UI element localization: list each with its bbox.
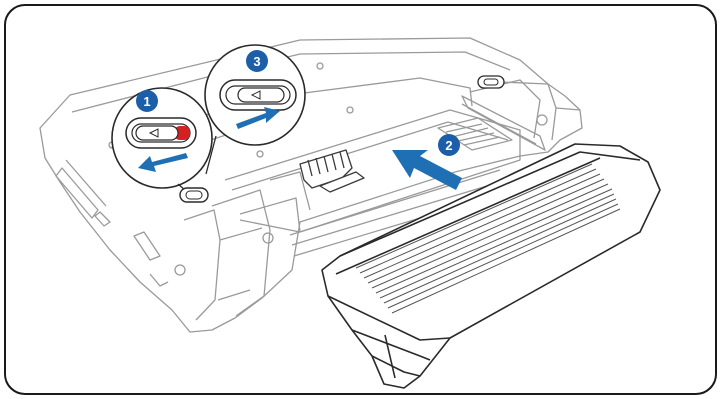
step-badge-2: 2 (438, 134, 460, 156)
step-number-1: 1 (143, 94, 150, 109)
step-number-3: 3 (253, 54, 260, 69)
right-latch (478, 76, 504, 88)
step-badge-1: 1 (136, 90, 158, 112)
step-number-2: 2 (445, 138, 452, 153)
battery-latch (180, 188, 208, 202)
step-badge-3: 3 (246, 50, 268, 72)
